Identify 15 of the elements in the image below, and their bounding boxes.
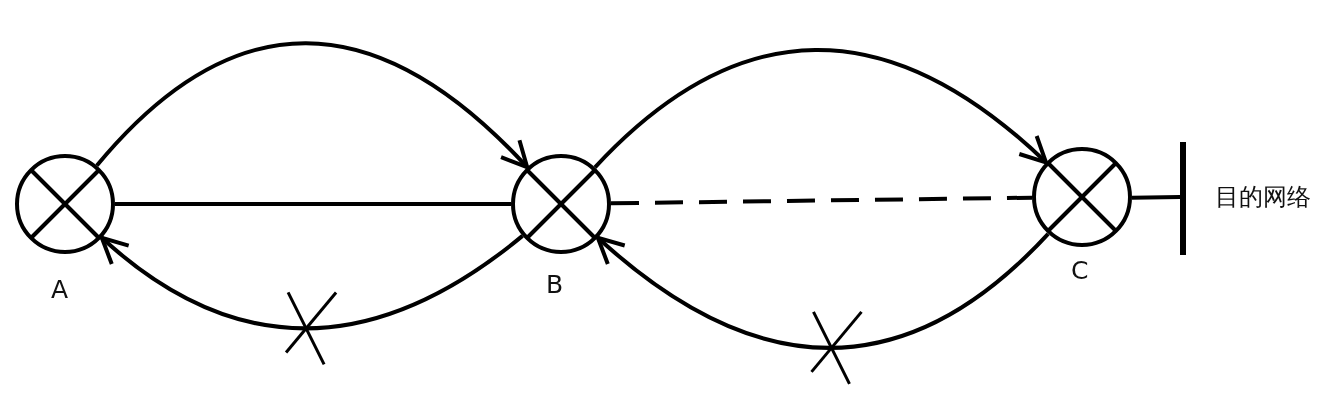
link-line [610,195,1033,206]
arrow [95,41,530,170]
router-label: A [51,277,69,302]
arrow [99,234,524,331]
arrow [593,47,1048,169]
router-symbol [1032,147,1132,247]
router-label: C [1071,258,1089,283]
router-label: B [546,272,564,297]
router-symbol [15,154,115,254]
network-label: 目的网络 [1215,185,1311,209]
link-line [1131,195,1181,200]
router-symbol [511,154,611,254]
network-bar [1180,142,1186,255]
link-line [115,202,511,206]
arrow [595,232,1050,350]
